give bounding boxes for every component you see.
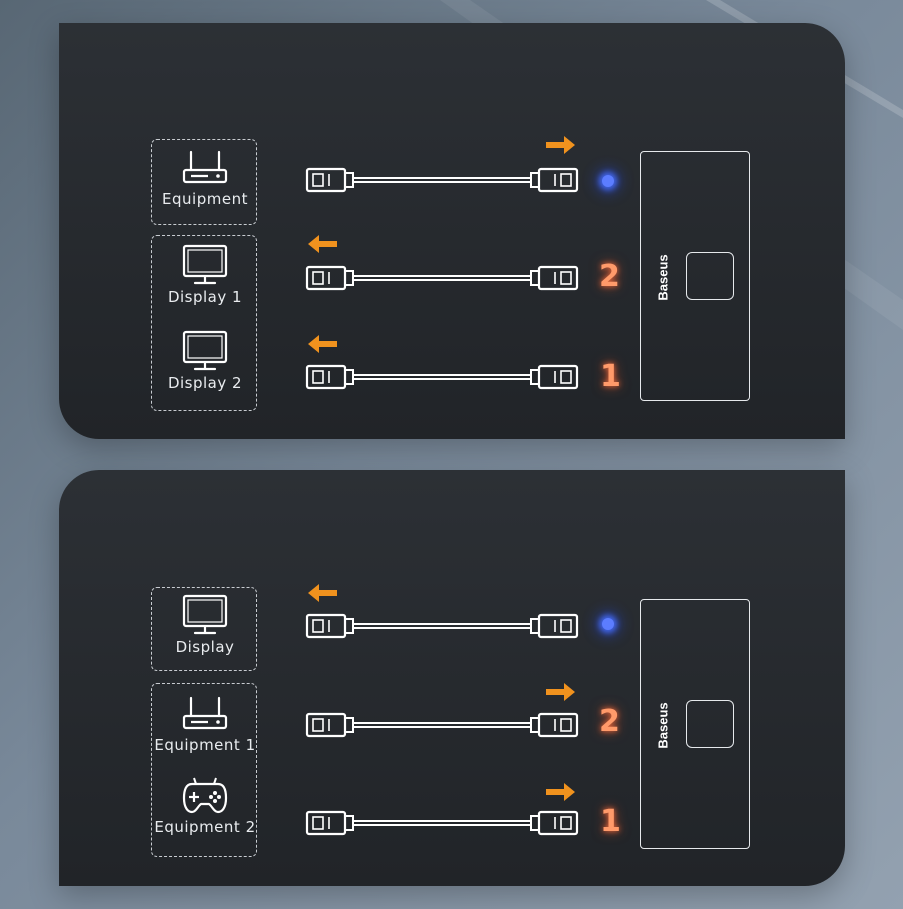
hdmi-cable-icon [305, 712, 579, 738]
switch-button [686, 700, 734, 748]
switch-device: Baseus [640, 151, 750, 401]
device-label: Display 1 [167, 288, 243, 306]
switch-button [686, 252, 734, 300]
input-device-group: Equipment [151, 139, 257, 225]
hdmi-cable-icon [305, 613, 579, 639]
device-label: Equipment 2 [154, 818, 256, 836]
device-display-2: Display 2 [152, 330, 258, 392]
input-device-group: Equipment 1 Equipment 2 [151, 683, 257, 857]
arrow-left-icon [308, 584, 337, 602]
device-label: Display 2 [167, 374, 243, 392]
hdmi-cable-icon [305, 167, 579, 193]
brand-label: Baseus [655, 701, 671, 749]
top-connection-panel: Equipment Display 1 Display 2 [59, 23, 845, 439]
port-number-1: 1 [600, 804, 621, 839]
gamepad-icon [182, 777, 228, 814]
device-label: Display [175, 638, 235, 656]
hdmi-cable-icon [305, 265, 579, 291]
brand-label: Baseus [655, 253, 671, 301]
router-icon [182, 150, 228, 184]
monitor-icon [182, 330, 228, 371]
device-label: Equipment 1 [154, 736, 256, 754]
device-display: Display [152, 594, 258, 656]
arrow-left-icon [308, 335, 337, 353]
switch-device: Baseus [640, 599, 750, 849]
hdmi-cable-icon [305, 364, 579, 390]
output-device-group: Display 1 Display 2 [151, 235, 257, 411]
output-device-group: Display [151, 587, 257, 671]
device-equipment-2: Equipment 2 [152, 776, 258, 836]
monitor-icon [182, 594, 228, 635]
arrow-right-icon [546, 683, 575, 701]
router-icon [182, 696, 228, 730]
device-equipment-1: Equipment 1 [152, 694, 258, 754]
device-equipment: Equipment [152, 148, 258, 208]
arrow-left-icon [308, 235, 337, 253]
hdmi-cable-icon [305, 810, 579, 836]
device-display-1: Display 1 [152, 244, 258, 306]
monitor-icon [182, 244, 228, 285]
port-number-2: 2 [599, 259, 620, 294]
port-number-2: 2 [599, 704, 620, 739]
device-label: Equipment [162, 190, 248, 208]
port-number-1: 1 [600, 359, 621, 394]
arrow-right-icon [546, 136, 575, 154]
arrow-right-icon [546, 783, 575, 801]
status-led [602, 175, 614, 187]
bottom-connection-panel: Display Equipment 1 [59, 470, 845, 886]
status-led [602, 618, 614, 630]
